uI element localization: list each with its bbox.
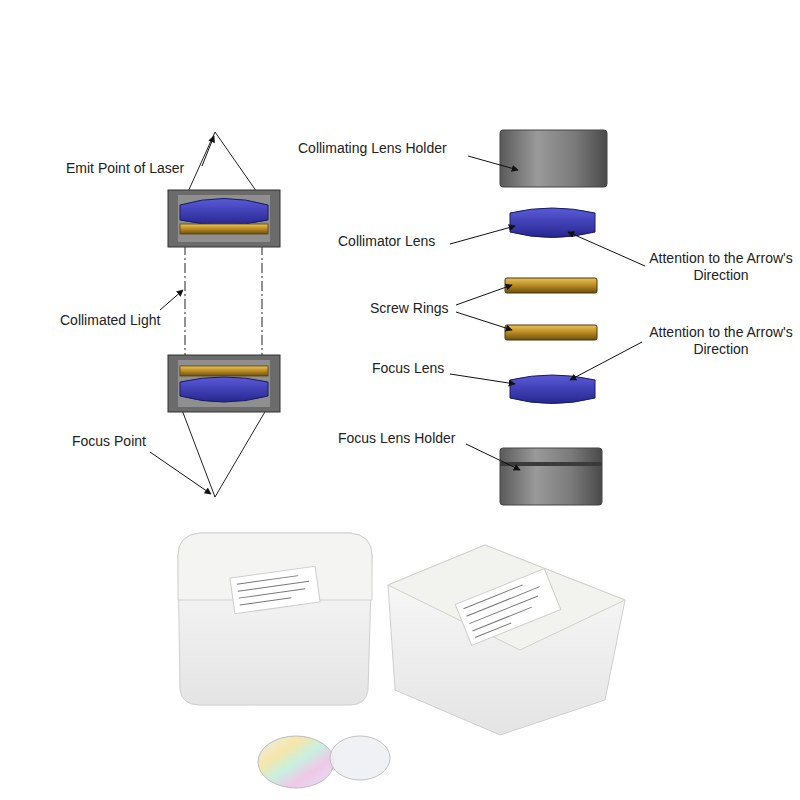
part-label: Emit Point of Laser bbox=[66, 160, 184, 177]
part-label: Focus Lens Holder bbox=[338, 430, 456, 447]
part-label: Collimated Light bbox=[60, 312, 160, 329]
part-label: Focus Point bbox=[72, 433, 146, 450]
part-label: Screw Rings bbox=[370, 300, 449, 317]
part-label: Collimator Lens bbox=[338, 233, 435, 250]
part-label: Collimating Lens Holder bbox=[298, 140, 447, 157]
part-label: Attention to the Arrow's Direction bbox=[646, 324, 796, 358]
part-label: Focus Lens bbox=[372, 360, 444, 377]
part-label: Attention to the Arrow's Direction bbox=[646, 250, 796, 284]
